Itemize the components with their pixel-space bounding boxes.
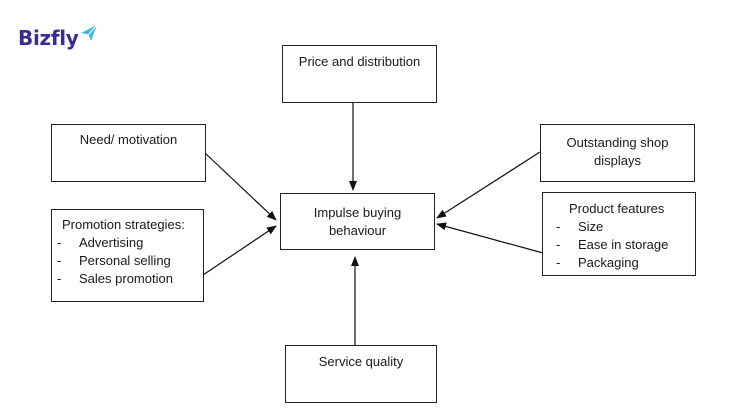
price-distribution-label: Price and distribution	[298, 54, 421, 69]
product-features-box: Product features Size Ease in storage Pa…	[542, 192, 696, 276]
service-quality-box: Service quality	[285, 345, 437, 403]
arrow-product-to-center	[436, 222, 544, 254]
need-motivation-label: Need/ motivation	[79, 132, 178, 147]
impulse-buying-box: Impulse buying behaviour	[280, 193, 435, 250]
promotion-strategies-title: Promotion strategies:	[62, 217, 185, 232]
price-distribution-box: Price and distribution	[282, 45, 437, 103]
list-item: Personal selling	[52, 252, 203, 270]
need-motivation-box: Need/ motivation	[51, 124, 206, 182]
list-item: Advertising	[52, 234, 203, 252]
arrow-need-to-center	[204, 152, 277, 221]
service-quality-label: Service quality	[318, 354, 404, 369]
list-item: Sales promotion	[52, 270, 203, 288]
brand-logo: Bizfly	[18, 24, 98, 52]
shop-displays-line-1: Outstanding shop	[566, 135, 669, 150]
promotion-strategies-box: Promotion strategies: Advertising Person…	[51, 209, 204, 302]
impulse-buying-line-2: behaviour	[328, 223, 387, 238]
shop-displays-line-2: displays	[594, 153, 641, 168]
impulse-buying-line-1: Impulse buying	[313, 205, 402, 220]
arrow-displays-to-center	[436, 151, 541, 219]
list-item: Ease in storage	[551, 236, 695, 254]
paper-plane-icon	[80, 24, 97, 41]
promotion-strategies-list: Advertising Personal selling Sales promo…	[52, 234, 203, 288]
product-features-list: Size Ease in storage Packaging	[543, 218, 695, 272]
arrow-promotion-to-center	[202, 225, 277, 276]
product-features-title: Product features	[569, 201, 665, 216]
list-item: Packaging	[551, 254, 695, 272]
shop-displays-box: Outstanding shop displays	[540, 124, 695, 182]
brand-name: Bizfly	[18, 26, 79, 50]
list-item: Size	[551, 218, 695, 236]
